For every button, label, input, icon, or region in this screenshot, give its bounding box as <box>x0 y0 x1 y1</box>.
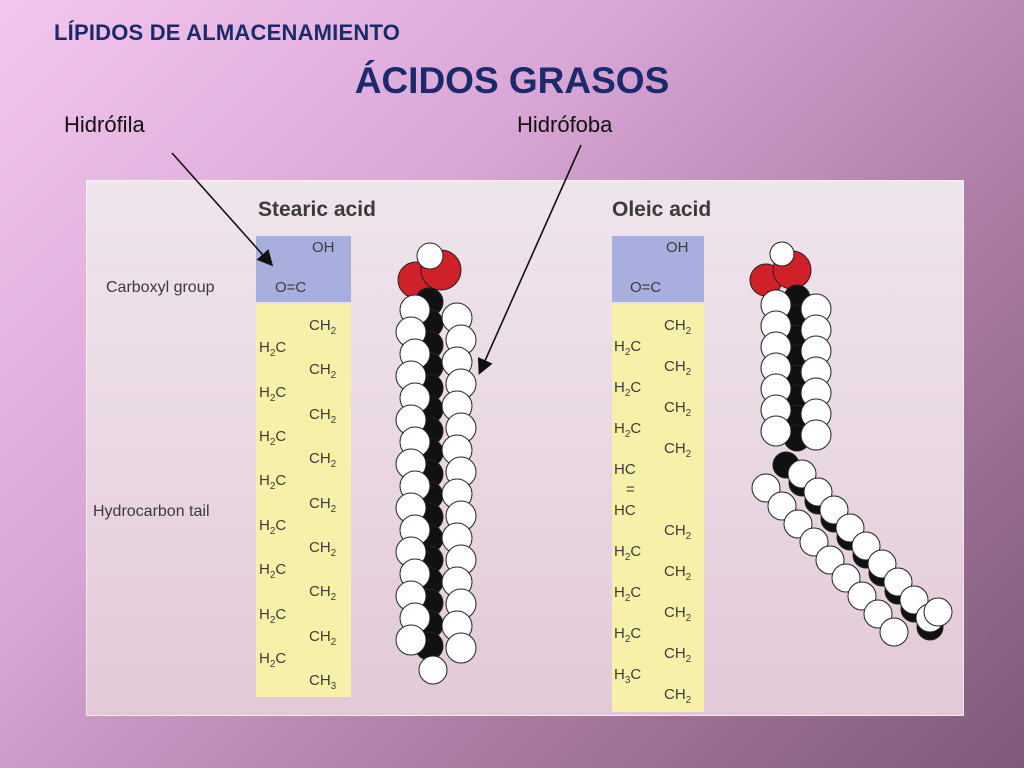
oleic-chain-item: HC <box>614 460 636 478</box>
hydrogen-atom <box>769 241 795 267</box>
oleic-carboxyl-panel <box>612 236 704 302</box>
stearic-chain-item: CH2 <box>309 317 337 337</box>
oleic-chain-item: CH2 <box>664 522 692 542</box>
stearic-chain-item: CH2 <box>309 627 337 648</box>
hydrogen-atom <box>760 415 792 447</box>
space-filling-models <box>395 241 953 685</box>
page-title: ÁCIDOS GRASOS <box>354 60 670 101</box>
oleic-chain-item: CH2 <box>664 399 692 419</box>
oleic-chain-item: = <box>626 481 635 498</box>
oleic-chain-item: H2C <box>614 337 642 358</box>
label-hydrophilic: Hidrófila <box>64 112 145 137</box>
stearic-tail-panel <box>256 304 351 697</box>
fatty-acid-figure: Stearic acid Carboxyl group Hydrocarbon … <box>86 180 964 716</box>
stearic-chain-item: H2C <box>259 516 287 537</box>
stearic-chain-item: H2C <box>259 383 287 404</box>
oleic-chain-item: CH2 <box>664 440 692 460</box>
stearic-chain-item: H2C <box>259 428 287 448</box>
stearic-chain-item: CH3 <box>309 672 337 693</box>
stearic-acid-title: Stearic acid <box>258 198 376 221</box>
stearic-chain-item: H2C <box>259 472 287 493</box>
oleic-chain-item: H2C <box>614 583 642 604</box>
oleic-oh: OH <box>666 239 689 256</box>
hydrogen-atom <box>800 419 832 451</box>
oleic-chain-item: HC <box>614 501 636 519</box>
stearic-chain-item: CH2 <box>309 494 337 515</box>
hydrocarbon-tail-label: Hydrocarbon tail <box>93 503 210 520</box>
oleic-space-filling-model <box>749 241 953 647</box>
stearic-chain-item: CH2 <box>309 583 337 604</box>
hydrogen-atom <box>418 655 448 685</box>
oleic-chain-item: CH2 <box>664 686 692 706</box>
stearic-carboxyl-panel <box>256 236 351 302</box>
stearic-chain-item: H2C <box>259 561 287 582</box>
oleic-tail-panel <box>612 304 704 712</box>
stearic-space-filling-model <box>395 242 477 685</box>
stearic-chain-item: CH2 <box>309 405 337 426</box>
oleic-chain-item: H3C <box>614 665 642 686</box>
stearic-chain-item: CH2 <box>309 539 337 559</box>
hydrogen-atom <box>923 597 953 627</box>
stearic-chain-item: CH2 <box>309 361 337 382</box>
oleic-carbonyl: O=C <box>630 279 662 296</box>
oleic-chain-item: CH2 <box>664 563 692 583</box>
stearic-chain-item: CH2 <box>309 450 337 471</box>
oleic-chain-item: H2C <box>614 378 642 399</box>
stearic-chain-item: H2C <box>259 605 287 626</box>
oleic-chain-item: H2C <box>614 624 642 645</box>
oleic-chain-item: H2C <box>614 542 642 563</box>
oleic-chain-item: CH2 <box>664 317 692 337</box>
oleic-acid-title: Oleic acid <box>612 198 712 221</box>
oleic-chain-item: CH2 <box>664 645 692 665</box>
stearic-chain-item: H2C <box>259 339 287 360</box>
stearic-carbonyl: O=C <box>275 279 307 296</box>
carboxyl-group-label: Carboxyl group <box>106 279 215 296</box>
hydrogen-atom <box>879 617 909 647</box>
stearic-oh: OH <box>312 239 335 256</box>
hydrogen-atom <box>395 624 427 656</box>
hydrogen-atom <box>416 242 444 270</box>
section-kicker: LÍPIDOS DE ALMACENAMIENTO <box>54 20 401 45</box>
oleic-chain-item: CH2 <box>664 358 692 378</box>
stearic-chain-item: H2C <box>259 650 287 670</box>
label-hydrophobic: Hidrófoba <box>517 112 613 137</box>
oleic-chain-item: H2C <box>614 419 642 440</box>
oleic-chain-item: CH2 <box>664 604 692 624</box>
hydrogen-atom <box>445 632 477 664</box>
